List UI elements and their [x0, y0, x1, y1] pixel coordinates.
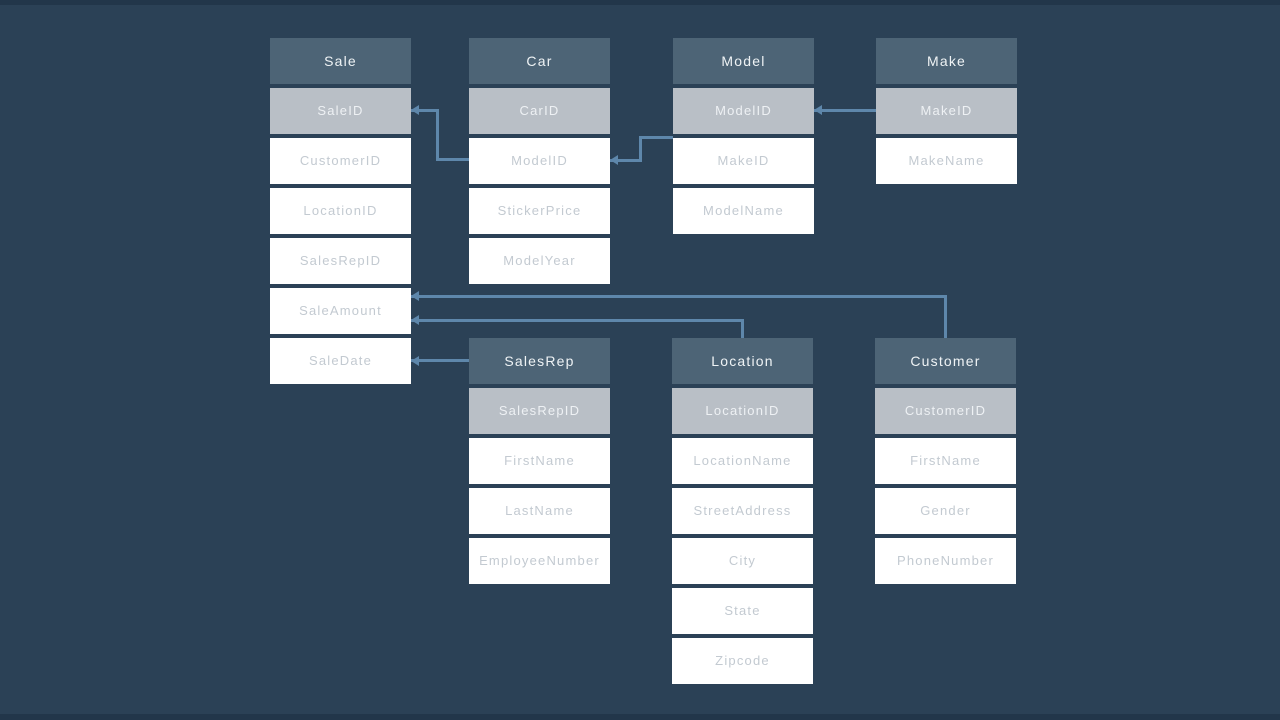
- connector-segment: [411, 109, 439, 112]
- table-row: LastName: [469, 488, 610, 534]
- table-title: SalesRep: [469, 338, 610, 384]
- table-row: ModelYear: [469, 238, 610, 284]
- connector-segment: [814, 109, 876, 112]
- arrow-tick: [411, 356, 419, 366]
- table-title: Car: [469, 38, 610, 84]
- connector-segment: [411, 359, 469, 362]
- connector-segment: [411, 295, 947, 298]
- table-row: SaleDate: [270, 338, 411, 384]
- table-row: LocationID: [270, 188, 411, 234]
- table-row: ModelName: [673, 188, 814, 234]
- arrow-tick: [610, 155, 618, 165]
- letterbox-bottom: [0, 714, 1280, 720]
- table-row: MakeID: [673, 138, 814, 184]
- table-row: FirstName: [875, 438, 1016, 484]
- table-row-primary-key: SaleID: [270, 88, 411, 134]
- table-row: MakeName: [876, 138, 1017, 184]
- arrow-tick: [814, 105, 822, 115]
- table-row-primary-key: ModelID: [673, 88, 814, 134]
- table-row-primary-key: SalesRepID: [469, 388, 610, 434]
- table-title: Location: [672, 338, 813, 384]
- connector-segment: [639, 136, 642, 162]
- table-title: Model: [673, 38, 814, 84]
- table-row: CustomerID: [270, 138, 411, 184]
- table-row: State: [672, 588, 813, 634]
- table-row: FirstName: [469, 438, 610, 484]
- table-row-primary-key: CarID: [469, 88, 610, 134]
- connector-segment: [639, 136, 673, 139]
- table-row: Gender: [875, 488, 1016, 534]
- table-row: LocationName: [672, 438, 813, 484]
- table-row: StickerPrice: [469, 188, 610, 234]
- letterbox-top: [0, 0, 1280, 5]
- table-title: Sale: [270, 38, 411, 84]
- table-row: SaleAmount: [270, 288, 411, 334]
- table-title: Make: [876, 38, 1017, 84]
- table-row: StreetAddress: [672, 488, 813, 534]
- table-row: SalesRepID: [270, 238, 411, 284]
- table-row-primary-key: CustomerID: [875, 388, 1016, 434]
- table-title: Customer: [875, 338, 1016, 384]
- table-row: Zipcode: [672, 638, 813, 684]
- arrow-tick: [411, 291, 419, 301]
- table-row: City: [672, 538, 813, 584]
- connector-segment: [411, 319, 744, 322]
- table-row: ModelID: [469, 138, 610, 184]
- connector-segment: [741, 319, 744, 338]
- connector-segment: [610, 159, 642, 162]
- arrow-tick: [411, 315, 419, 325]
- table-row-primary-key: LocationID: [672, 388, 813, 434]
- connector-segment: [436, 158, 469, 161]
- connector-segment: [944, 295, 947, 338]
- table-row: EmployeeNumber: [469, 538, 610, 584]
- arrow-tick: [411, 105, 419, 115]
- table-row-primary-key: MakeID: [876, 88, 1017, 134]
- connector-segment: [436, 109, 439, 161]
- table-row: PhoneNumber: [875, 538, 1016, 584]
